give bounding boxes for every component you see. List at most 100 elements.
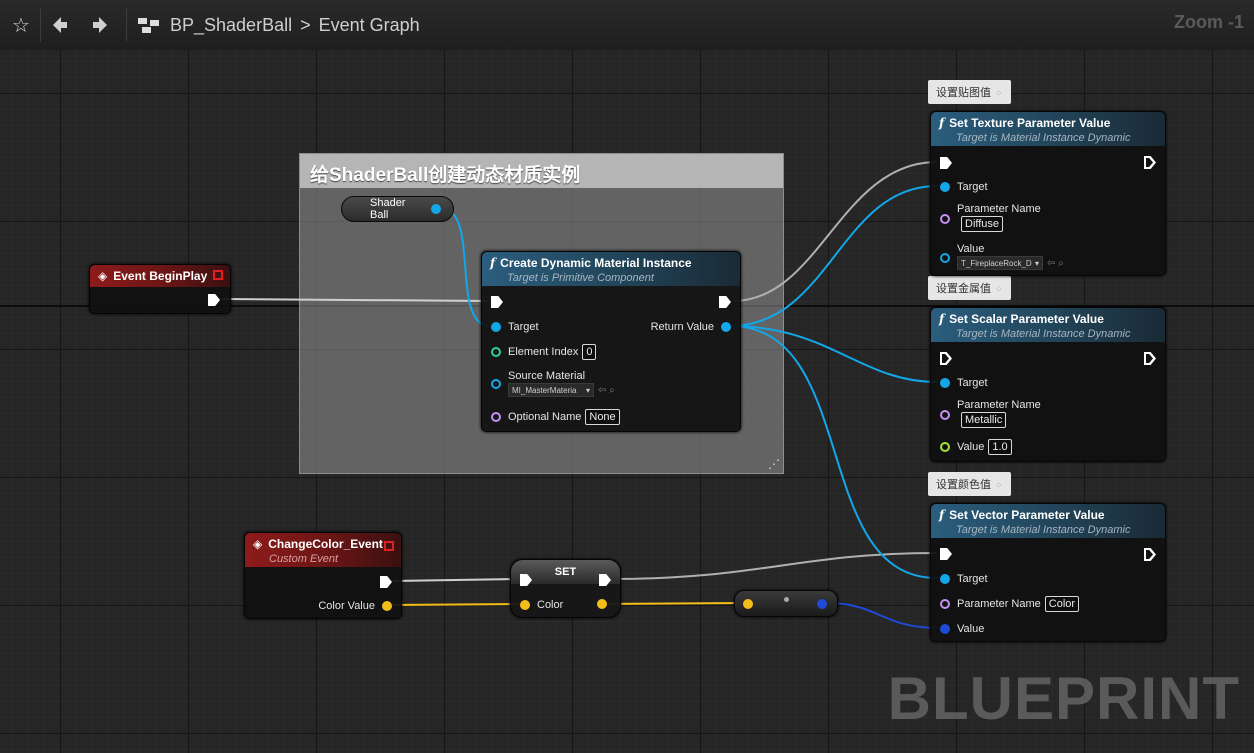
value-dot[interactable] (940, 624, 950, 634)
set-vector-value-pin[interactable]: Value (940, 623, 984, 635)
target-pin-dot[interactable] (940, 378, 950, 388)
value-dot[interactable] (940, 442, 950, 452)
create-dmi-exec-in[interactable] (491, 296, 503, 308)
conversion-out-dot[interactable] (817, 599, 827, 609)
exec-out-pin[interactable] (1144, 352, 1156, 365)
exec-in-pin[interactable] (940, 352, 952, 365)
comment-bubble-texture-text: 设置贴图值 (936, 87, 991, 99)
event-delegate-icon[interactable] (384, 541, 394, 551)
comment-bubble-scalar[interactable]: 设置金属值⁘ (928, 276, 1011, 300)
element-index-dot[interactable] (491, 347, 501, 357)
exec-out-pin[interactable] (599, 574, 611, 586)
exec-out-pin[interactable] (208, 294, 220, 306)
set-texture-exec-out[interactable] (1144, 156, 1156, 169)
exec-out-pin[interactable] (1144, 156, 1156, 169)
event-beginplay-node[interactable]: ◈Event BeginPlay (89, 264, 231, 314)
scalar-value-input[interactable]: 1.0 (988, 439, 1012, 455)
conversion-in-dot[interactable] (743, 599, 753, 609)
texture-picker[interactable]: T_FireplaceRock_D▾ (957, 256, 1043, 270)
create-dmi-return-pin[interactable]: Return Value (651, 321, 731, 333)
blueprint-watermark: BLUEPRINT (887, 665, 1240, 732)
exec-in-pin[interactable] (520, 574, 532, 586)
param-name-input[interactable]: Metallic (961, 412, 1007, 428)
source-material-dot[interactable] (491, 379, 501, 389)
set-scalar-exec-out[interactable] (1144, 352, 1156, 365)
param-name-dot[interactable] (940, 599, 950, 609)
set-vector-param-pin[interactable]: Parameter Name Color (940, 596, 1080, 612)
exec-in-pin[interactable] (940, 548, 952, 560)
editor-toolbar: ☆ BP_ShaderBall > Event Graph Zoom -1 (0, 0, 1254, 50)
wire-set-reroute (603, 602, 745, 605)
element-index-input[interactable]: 0 (582, 344, 597, 360)
browse-search-icon[interactable]: ⇦ ⌕ (598, 384, 615, 396)
exec-out-pin[interactable] (719, 296, 731, 308)
resize-grip-icon[interactable]: ⋰ (768, 457, 780, 471)
back-arrow-icon[interactable] (48, 10, 72, 40)
target-pin-dot[interactable] (491, 322, 501, 332)
create-dmi-exec-out[interactable] (719, 296, 731, 308)
set-scalar-param-pin[interactable]: Parameter Name Metallic (940, 399, 1041, 431)
set-vector-exec-out[interactable] (1144, 548, 1156, 561)
param-name-input[interactable]: Color (1044, 596, 1080, 612)
param-name-dot[interactable] (940, 214, 950, 224)
create-dmi-source-material-pin[interactable]: Source Material MI_MasterMateria▾ ⇦ ⌕ (491, 370, 615, 402)
set-texture-target-pin[interactable]: Target (940, 181, 988, 193)
comment-title[interactable]: 给ShaderBall创建动态材质实例 (300, 154, 783, 188)
set-texture-param-pin[interactable]: Parameter Name Diffuse (940, 203, 1041, 235)
breadcrumb-blueprint[interactable]: BP_ShaderBall (170, 14, 293, 35)
set-color-out-pin[interactable] (597, 599, 607, 609)
return-value-dot[interactable] (721, 322, 731, 332)
create-dmi-target-pin[interactable]: Target (491, 321, 539, 333)
comment-bubble-vector[interactable]: 设置颜色值⁘ (928, 472, 1011, 496)
exec-in-pin[interactable] (491, 296, 503, 308)
color-out-dot[interactable] (597, 599, 607, 609)
beginplay-exec-out[interactable] (208, 294, 220, 306)
star-icon[interactable]: ☆ (12, 14, 30, 37)
color-value-dot[interactable] (382, 601, 392, 611)
set-color-in-pin[interactable]: Color (520, 599, 563, 611)
create-dmi-optional-name-pin[interactable]: Optional Name None (491, 409, 620, 425)
conversion-node[interactable] (734, 590, 838, 617)
set-scalar-exec-in[interactable] (940, 352, 952, 365)
changecolor-event-node[interactable]: ◈ChangeColor_Event Custom Event Color Va… (244, 532, 402, 619)
target-pin-dot[interactable] (940, 574, 950, 584)
param-name-dot[interactable] (940, 410, 950, 420)
set-exec-in[interactable] (520, 574, 532, 586)
changecolor-color-value-pin[interactable]: Color Value (318, 600, 392, 612)
set-texture-exec-in[interactable] (940, 157, 952, 169)
set-variable-node[interactable]: SET Color (510, 559, 621, 618)
exec-in-pin[interactable] (940, 157, 952, 169)
set-vector-target-pin[interactable]: Target (940, 573, 988, 585)
color-in-dot[interactable] (520, 600, 530, 610)
set-scalar-target-pin[interactable]: Target (940, 377, 988, 389)
exec-out-pin[interactable] (380, 576, 392, 588)
shader-ball-output-pin[interactable] (431, 204, 441, 214)
comment-bubble-texture[interactable]: 设置贴图值⁘ (928, 80, 1011, 104)
set-scalar-title: Set Scalar Parameter Value (949, 312, 1104, 326)
breadcrumb-graph[interactable]: Event Graph (318, 14, 420, 35)
param-name-label: Parameter Name (957, 598, 1041, 610)
source-material-picker[interactable]: MI_MasterMateria▾ (508, 383, 594, 397)
exec-out-pin[interactable] (1144, 548, 1156, 561)
target-pin-dot[interactable] (940, 182, 950, 192)
optional-name-input[interactable]: None (585, 409, 620, 425)
event-diamond-icon: ◈ (98, 269, 108, 283)
value-dot[interactable] (940, 253, 950, 263)
event-delegate-icon[interactable] (213, 270, 223, 280)
create-dmi-element-index-pin[interactable]: Element Index 0 (491, 344, 597, 360)
set-exec-out[interactable] (599, 574, 611, 586)
optional-name-dot[interactable] (491, 412, 501, 422)
forward-arrow-icon[interactable] (88, 10, 112, 40)
browse-search-icon[interactable]: ⇦ ⌕ (1047, 257, 1064, 269)
set-vector-exec-in[interactable] (940, 548, 952, 560)
param-name-input[interactable]: Diffuse (961, 216, 1004, 232)
set-scalar-value-pin[interactable]: Value 1.0 (940, 439, 1012, 455)
shader-ball-variable[interactable]: Shader Ball (341, 196, 454, 222)
changecolor-exec-out[interactable] (380, 576, 392, 588)
set-texture-value-pin[interactable]: Value T_FireplaceRock_D▾ ⇦ ⌕ (940, 243, 1064, 273)
zoom-level: Zoom -1 (1174, 12, 1244, 32)
